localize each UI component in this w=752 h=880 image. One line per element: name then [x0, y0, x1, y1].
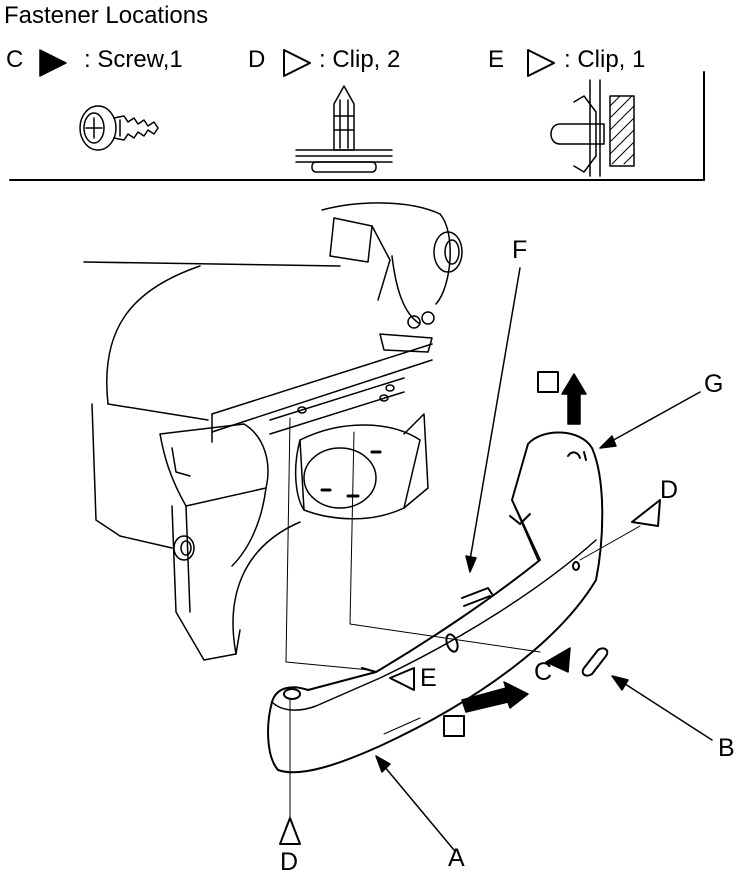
callout-g: G — [704, 370, 724, 398]
fastener-d-bottom-marker — [279, 817, 301, 845]
outline-triangle-icon — [527, 49, 555, 77]
fastener-e-marker — [389, 667, 415, 691]
callout-b: B — [718, 734, 735, 762]
callout-c: C — [534, 658, 553, 686]
callout-f: F — [512, 236, 528, 264]
screw-icon — [79, 105, 159, 151]
legend-text-d: : Clip, 2 — [319, 46, 401, 73]
fastener-d-top-marker — [631, 499, 661, 527]
removal-arrow-up — [561, 373, 587, 425]
legend-text-e: : Clip, 1 — [564, 46, 646, 73]
step-marker-bottom — [443, 715, 465, 737]
page-title: Fastener Locations — [4, 2, 209, 29]
callout-e: E — [420, 664, 437, 692]
fastener-c-marker — [545, 647, 571, 673]
legend-text-c: : Screw,1 — [84, 46, 183, 73]
legend-letter-e: E — [488, 46, 505, 73]
callout-d-top: D — [660, 476, 679, 504]
callout-d-bottom: D — [280, 848, 299, 876]
clip-b-icon — [581, 647, 609, 677]
legend-letter-c: C — [6, 46, 24, 73]
seat-assembly — [83, 202, 463, 661]
clip-d-icon — [295, 85, 393, 173]
clip-e-icon — [550, 79, 635, 177]
legend-letter-d: D — [248, 46, 266, 73]
step-marker-top — [537, 371, 559, 393]
trim-panel-a — [267, 431, 604, 774]
filled-triangle-icon — [39, 49, 67, 77]
leader-lines — [375, 267, 713, 851]
legend-frame — [9, 71, 705, 181]
callout-a: A — [448, 844, 465, 872]
reference-lines — [285, 417, 641, 819]
outline-triangle-icon — [283, 49, 311, 77]
removal-arrow-right — [461, 681, 529, 713]
